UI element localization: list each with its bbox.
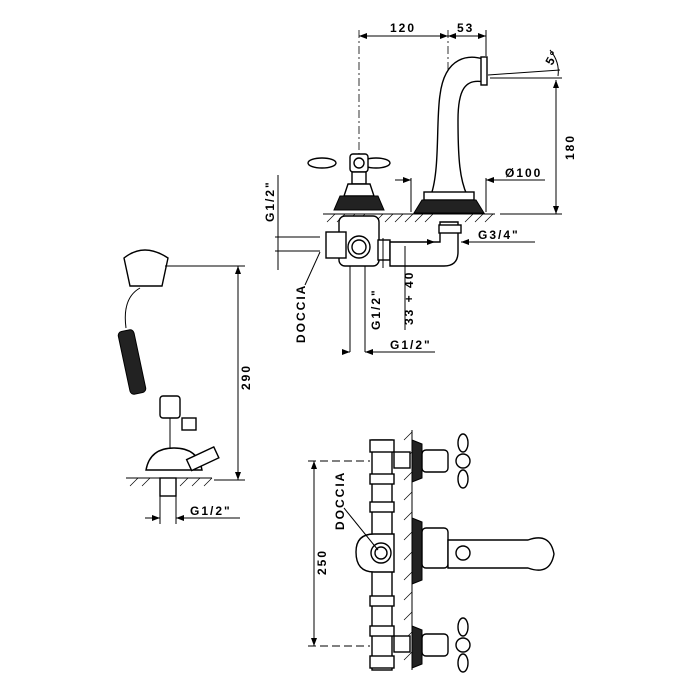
spout [413,56,561,214]
dim-spout-angle: 5° [542,47,562,67]
dim-spout-height: 180 [563,134,577,160]
dim-inlet-left: G1/2" [263,180,277,222]
dim-handshower-thread: G1/2" [190,504,232,518]
deck-mixer-elevation: 120 53 5° 180 Ø100 G1/2" G3/4" DOCCIA G1… [263,21,577,355]
dim-inlet-bottom: G1/2" [390,338,432,352]
dim-spout-spacing: 120 [390,21,416,35]
under-deck-piping [325,215,462,352]
hand-shower-elevation: 290 G1/2" [117,249,253,524]
dim-spout-reach: 53 [457,21,474,35]
wall-valve-top [393,433,471,489]
label-doccia-bottom: DOCCIA [333,471,347,530]
wall-valve-middle [411,517,555,585]
dim-handle-spacing: 250 [315,549,329,575]
dim-outlet-spout: G3/4" [478,228,520,242]
wall-valve-bottom [393,617,471,673]
label-doccia-top: DOCCIA [294,284,308,343]
dim-inlet-mid: G1/2" [369,288,383,330]
dim-handshower-height: 290 [239,364,253,390]
cross-handle [307,153,391,211]
dim-adjust-range: 33 + 40 [402,271,416,325]
wall-mixer-elevation: 250 DOCCIA [308,430,555,673]
dim-base-diameter: Ø100 [505,166,542,180]
